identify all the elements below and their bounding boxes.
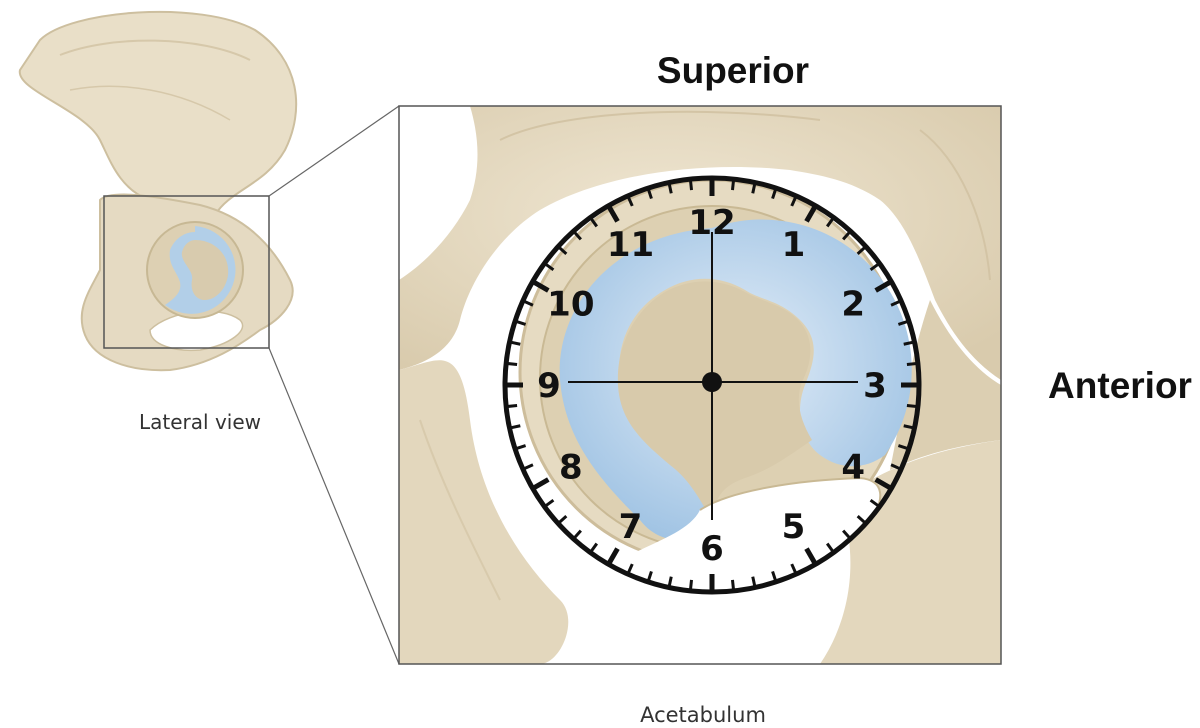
clock-minor-tick — [856, 245, 867, 255]
clock-number-10: 10 — [547, 285, 594, 325]
clock-minor-tick — [730, 178, 736, 191]
clock-minor-tick — [890, 299, 902, 307]
clock-minor-tick — [589, 216, 599, 228]
hip-bone-illustration — [18, 10, 298, 372]
clock-minor-tick — [842, 529, 852, 540]
clock-number-8: 8 — [559, 448, 583, 488]
clock-minor-tick — [688, 178, 694, 191]
clock-minor-tick — [825, 216, 835, 228]
clock-minor-tick — [505, 361, 518, 367]
clock-minor-tick — [667, 576, 673, 588]
clock-major-tick — [874, 477, 893, 491]
clock-major-tick — [606, 547, 620, 566]
clock-minor-tick — [626, 195, 634, 207]
clock-number-6: 6 — [700, 529, 724, 569]
clock-minor-tick — [897, 444, 910, 451]
clock-minor-tick — [842, 230, 852, 241]
clock-major-tick — [531, 279, 550, 293]
clock-minor-tick — [730, 579, 736, 592]
clock-minor-tick — [825, 542, 835, 554]
clock-major-tick — [804, 204, 818, 223]
clock-number-2: 2 — [841, 285, 865, 325]
label-acetabulum: Acetabulum — [640, 703, 766, 727]
clock-minor-tick — [869, 498, 881, 508]
clock-number-9: 9 — [537, 366, 561, 406]
clock-minor-tick — [903, 340, 915, 346]
clock-minor-tick — [751, 576, 757, 588]
clock-minor-tick — [509, 340, 521, 346]
clock-minor-tick — [626, 563, 634, 575]
clock-minor-tick — [543, 262, 555, 272]
clock-major-tick — [531, 477, 550, 491]
clock-minor-tick — [522, 463, 534, 471]
clock-minor-tick — [771, 570, 778, 583]
label-lateral-view: Lateral view — [139, 410, 261, 434]
clock-minor-tick — [906, 361, 919, 367]
clock-minor-tick — [856, 515, 867, 525]
clock-minor-tick — [572, 529, 582, 540]
clock-minor-tick — [869, 262, 881, 272]
clock-minor-tick — [522, 299, 534, 307]
clock-minor-tick — [667, 182, 673, 194]
clock-minor-tick — [589, 542, 599, 554]
clock-minor-tick — [646, 570, 653, 583]
clock-minor-tick — [646, 187, 653, 200]
connector-line-bottom — [268, 347, 400, 665]
clock-minor-tick — [897, 319, 910, 326]
clock-minor-tick — [790, 195, 798, 207]
clock-number-4: 4 — [841, 448, 865, 488]
clock-minor-tick — [903, 424, 915, 430]
clock-number-12: 12 — [688, 203, 735, 243]
clock-minor-tick — [751, 182, 757, 194]
clock-minor-tick — [790, 563, 798, 575]
clock-number-5: 5 — [782, 507, 806, 547]
clock-minor-tick — [771, 187, 778, 200]
clock-minor-tick — [509, 424, 521, 430]
clock-minor-tick — [505, 403, 518, 409]
connector-line-top — [268, 105, 400, 197]
clock-number-1: 1 — [782, 225, 806, 265]
clock-face: 12 12 3 45 6 78 9 10 11 — [502, 175, 922, 595]
clock-minor-tick — [514, 319, 527, 326]
clock-minor-tick — [890, 463, 902, 471]
clock-major-tick — [804, 547, 818, 566]
label-superior: Superior — [657, 50, 809, 91]
clock-minor-tick — [906, 403, 919, 409]
clock-minor-tick — [572, 230, 582, 241]
clock-center-dot — [702, 372, 722, 392]
clock-number-7: 7 — [619, 507, 643, 547]
clock-minor-tick — [557, 515, 568, 525]
clock-major-tick — [606, 204, 620, 223]
clock-major-tick — [874, 279, 893, 293]
clock-ticks — [505, 178, 919, 592]
zoom-panel-frame — [398, 105, 1002, 665]
clock-numbers: 12 12 3 45 6 78 9 10 11 — [537, 203, 887, 569]
clock-minor-tick — [543, 498, 555, 508]
clock-minor-tick — [557, 245, 568, 255]
clock-number-3: 3 — [863, 366, 887, 406]
clock-number-11: 11 — [607, 225, 654, 265]
clock-minor-tick — [688, 579, 694, 592]
focus-box — [103, 195, 270, 349]
label-anterior: Anterior — [1048, 365, 1192, 406]
clock-minor-tick — [514, 444, 527, 451]
